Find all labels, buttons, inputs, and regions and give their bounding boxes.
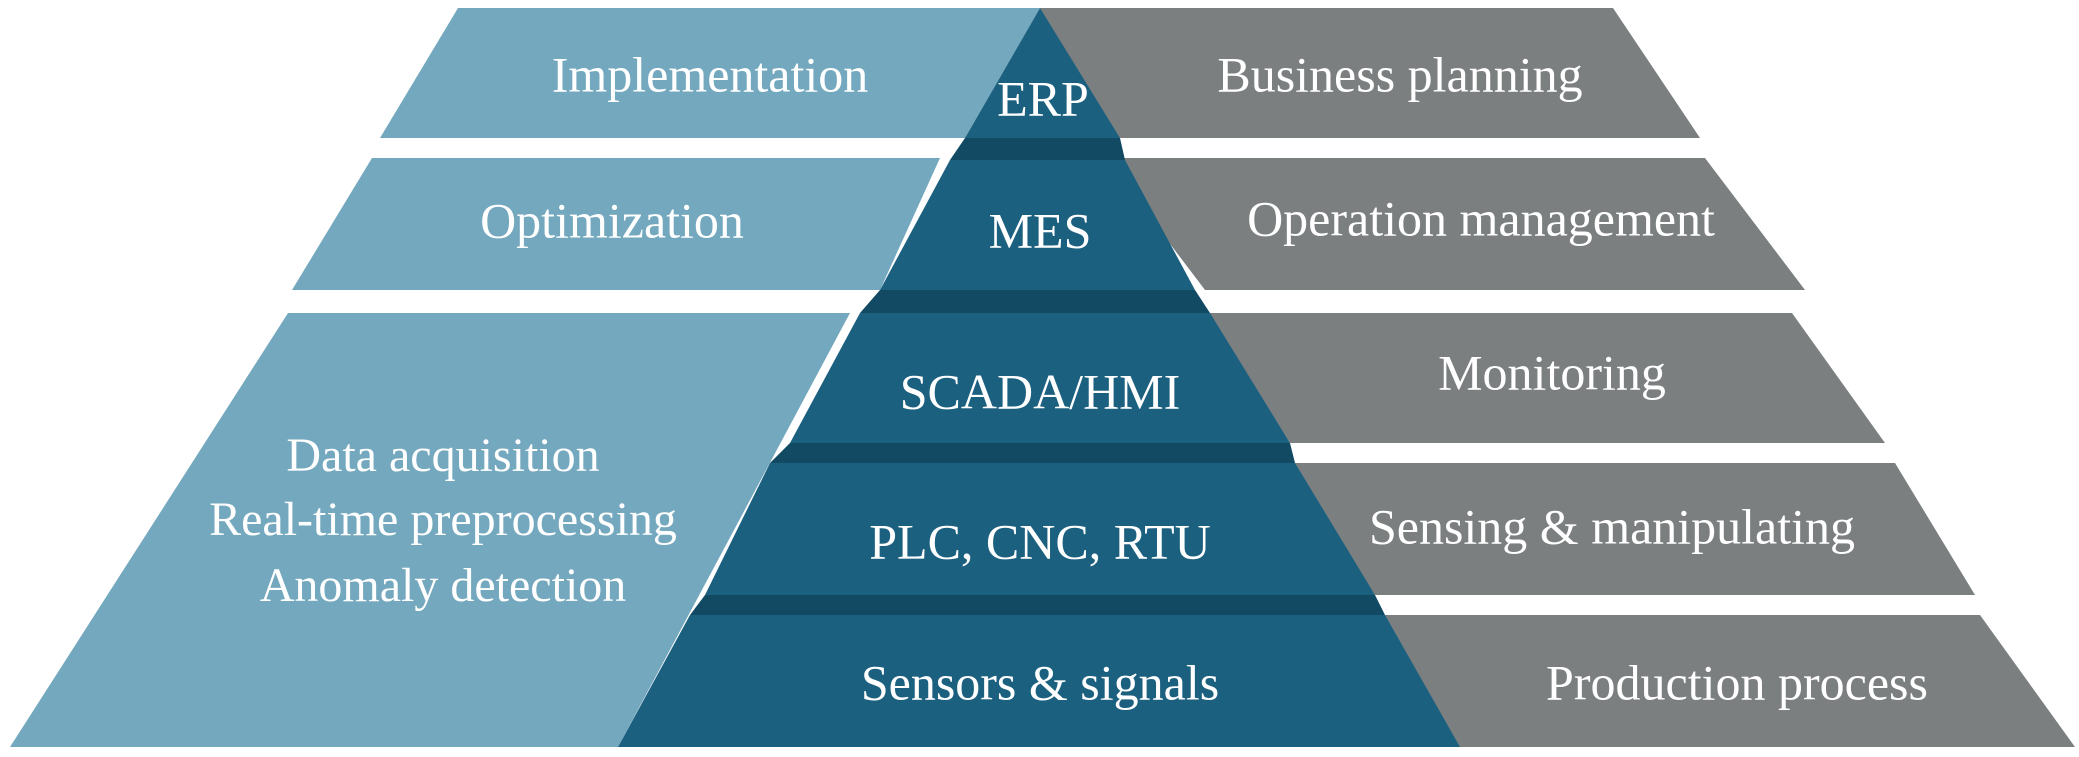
- right-label-business-planning: Business planning: [1217, 46, 1582, 102]
- pyramid-gap-4: [690, 595, 1385, 615]
- right-label-monitoring: Monitoring: [1438, 344, 1666, 400]
- left-panel-implementation: [380, 8, 1040, 138]
- left-label-implementation: Implementation: [552, 46, 869, 102]
- pyramid-level-plc: [705, 463, 1375, 595]
- pyramid-level-scada: [790, 313, 1290, 443]
- left-label-optimization: Optimization: [480, 192, 744, 248]
- pyramid-level-sensors: [618, 615, 1460, 747]
- left-panel-optimization: [292, 158, 940, 290]
- left-label-anomaly-detection: Anomaly detection: [260, 559, 627, 612]
- pyramid-level-mes: [880, 160, 1195, 290]
- left-panel-data-acquisition: [10, 313, 850, 747]
- pyramid-label-mes: MES: [989, 202, 1092, 258]
- right-panel-sensing-manipulating: [1290, 463, 1975, 595]
- pyramid-gap-3: [770, 443, 1295, 463]
- right-panel-monitoring: [1208, 313, 1885, 443]
- pyramid-label-scada: SCADA/HMI: [900, 363, 1181, 419]
- pyramid: [618, 8, 1460, 747]
- left-panels: [10, 8, 1040, 747]
- pyramid-label-sensors: Sensors & signals: [861, 654, 1219, 710]
- right-label-production-process: Production process: [1546, 654, 1928, 710]
- right-panels: [1040, 8, 2075, 747]
- right-label-operation-management: Operation management: [1247, 190, 1715, 246]
- right-panel-operation-management: [1105, 158, 1805, 290]
- right-panel-business-planning: [1040, 8, 1700, 138]
- right-label-sensing-manipulating: Sensing & manipulating: [1369, 498, 1855, 554]
- labels: Implementation Optimization Data acquisi…: [209, 46, 1928, 710]
- pyramid-label-plc: PLC, CNC, RTU: [869, 513, 1211, 569]
- pyramid-gap-1: [950, 138, 1125, 160]
- pyramid-level-erp: [965, 8, 1120, 138]
- pyramid-gap-2: [860, 290, 1210, 313]
- left-label-data-acquisition: Data acquisition: [286, 429, 599, 482]
- right-panel-production-process: [1380, 615, 2075, 747]
- left-label-real-time-preprocessing: Real-time preprocessing: [209, 493, 677, 546]
- pyramid-label-erp: ERP: [997, 70, 1089, 126]
